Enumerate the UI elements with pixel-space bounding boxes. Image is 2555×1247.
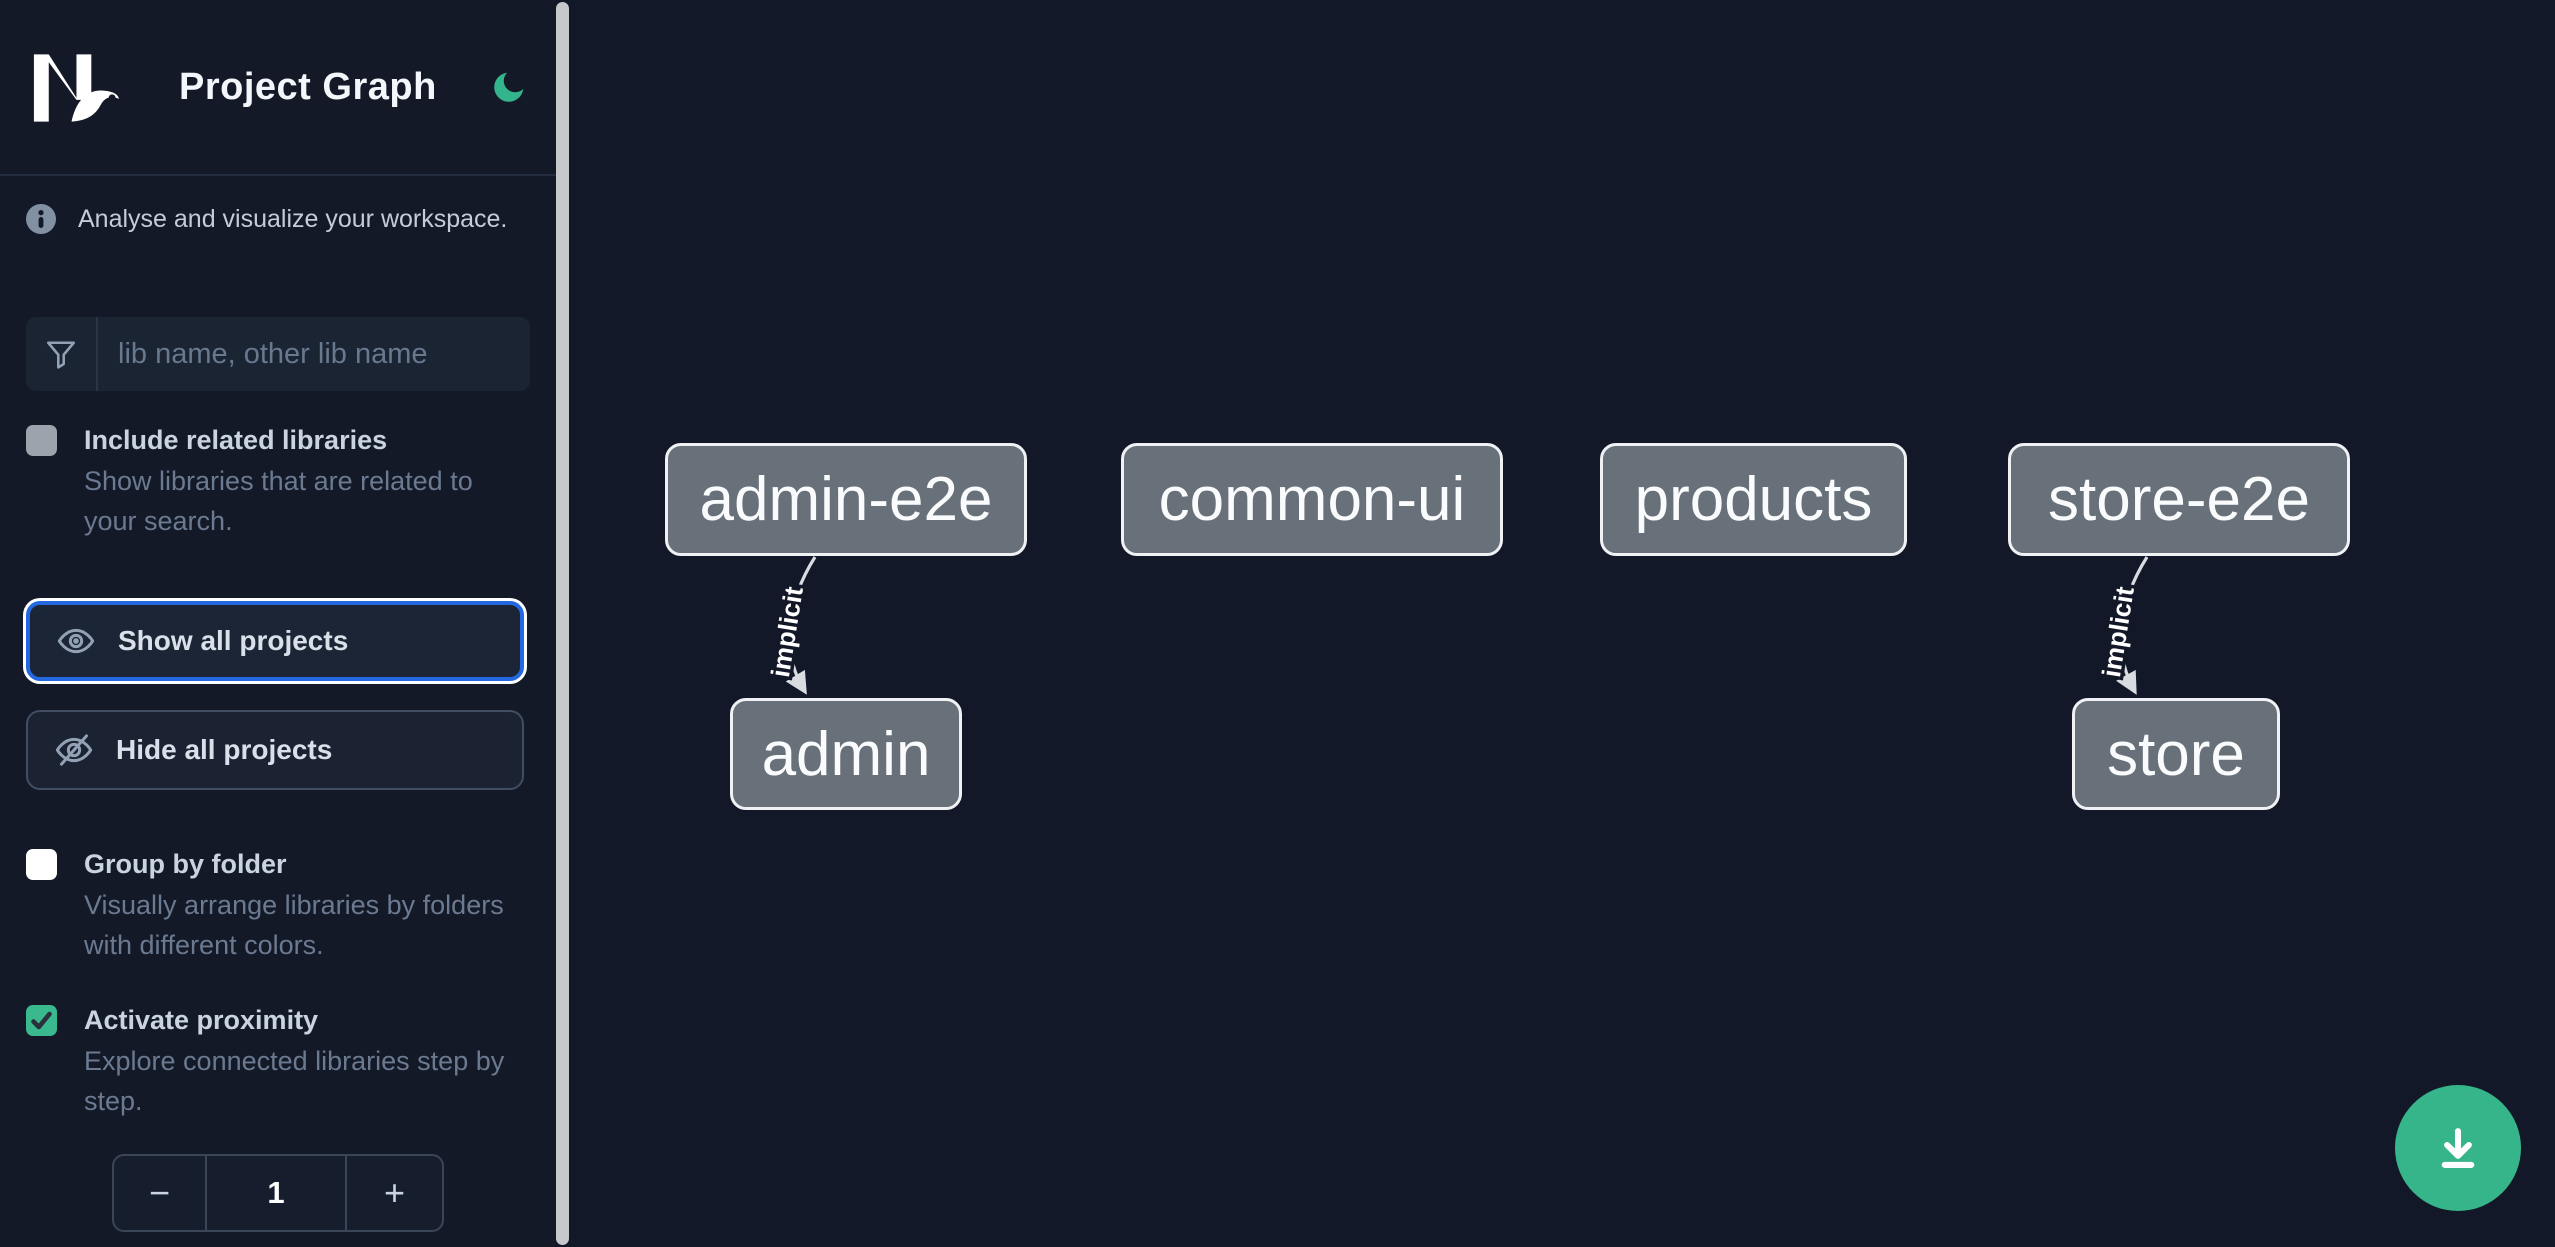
edge-label-implicit: implicit	[765, 584, 809, 679]
info-icon	[26, 204, 56, 234]
proximity-depth-stepper: − 1 +	[112, 1154, 444, 1232]
edge-admin-e2e-to-admin	[785, 556, 817, 695]
edge-label-implicit: implicit	[2096, 584, 2140, 679]
increment-button[interactable]: +	[347, 1156, 442, 1230]
eye-icon	[56, 621, 96, 661]
download-icon	[2429, 1119, 2487, 1177]
workspace-info: Analyse and visualize your workspace.	[26, 203, 530, 235]
info-text: Analyse and visualize your workspace.	[78, 205, 508, 233]
graph-canvas[interactable]: implicit implicit admin-e2e common-ui pr…	[570, 0, 2555, 1247]
moon-icon	[490, 68, 530, 106]
proximity-depth-value[interactable]: 1	[207, 1156, 347, 1230]
activate-proximity-description: Explore connected libraries step by step…	[84, 1046, 505, 1116]
edge-store-e2e-to-store	[2116, 556, 2149, 695]
filter-input[interactable]	[98, 317, 530, 391]
sidebar-scrollbar[interactable]	[556, 2, 569, 1245]
graph-node-products[interactable]: products	[1600, 443, 1907, 556]
app-header: Project Graph	[0, 0, 556, 176]
activate-proximity-label[interactable]: Activate proximity	[84, 1005, 319, 1035]
funnel-icon	[26, 317, 98, 391]
show-all-projects-button[interactable]: Show all projects	[26, 601, 524, 681]
download-button[interactable]	[2395, 1085, 2521, 1211]
include-related-checkbox[interactable]	[26, 425, 57, 456]
graph-node-common-ui[interactable]: common-ui	[1121, 443, 1503, 556]
check-icon	[28, 1007, 55, 1034]
group-by-folder-checkbox[interactable]	[26, 849, 57, 880]
graph-edges: implicit implicit	[762, 556, 2149, 695]
group-by-folder-description: Visually arrange libraries by folders wi…	[84, 890, 504, 960]
nx-logo	[26, 48, 121, 126]
graph-node-store[interactable]: store	[2072, 698, 2280, 810]
include-related-row: Include related libraries Show libraries…	[26, 421, 530, 541]
graph-node-admin[interactable]: admin	[730, 698, 962, 810]
hide-all-projects-button[interactable]: Hide all projects	[26, 710, 524, 790]
group-by-folder-label[interactable]: Group by folder	[84, 849, 287, 879]
graph-node-admin-e2e[interactable]: admin-e2e	[665, 443, 1027, 556]
page-title: Project Graph	[179, 65, 437, 108]
group-by-folder-row: Group by folder Visually arrange librari…	[26, 845, 530, 965]
sidebar: Project Graph Analyse and visualize your…	[0, 0, 556, 1247]
activate-proximity-checkbox[interactable]	[26, 1005, 57, 1036]
filter-input-group	[26, 317, 530, 391]
graph-node-store-e2e[interactable]: store-e2e	[2008, 443, 2350, 556]
theme-toggle-button[interactable]	[490, 67, 530, 107]
decrement-button[interactable]: −	[114, 1156, 207, 1230]
eye-off-icon	[54, 730, 94, 770]
include-related-description: Show libraries that are related to your …	[84, 466, 473, 536]
activate-proximity-row: Activate proximity Explore connected lib…	[26, 1001, 530, 1121]
include-related-label[interactable]: Include related libraries	[84, 425, 388, 455]
hide-all-projects-label: Hide all projects	[116, 734, 333, 765]
show-all-projects-label: Show all projects	[118, 625, 349, 656]
